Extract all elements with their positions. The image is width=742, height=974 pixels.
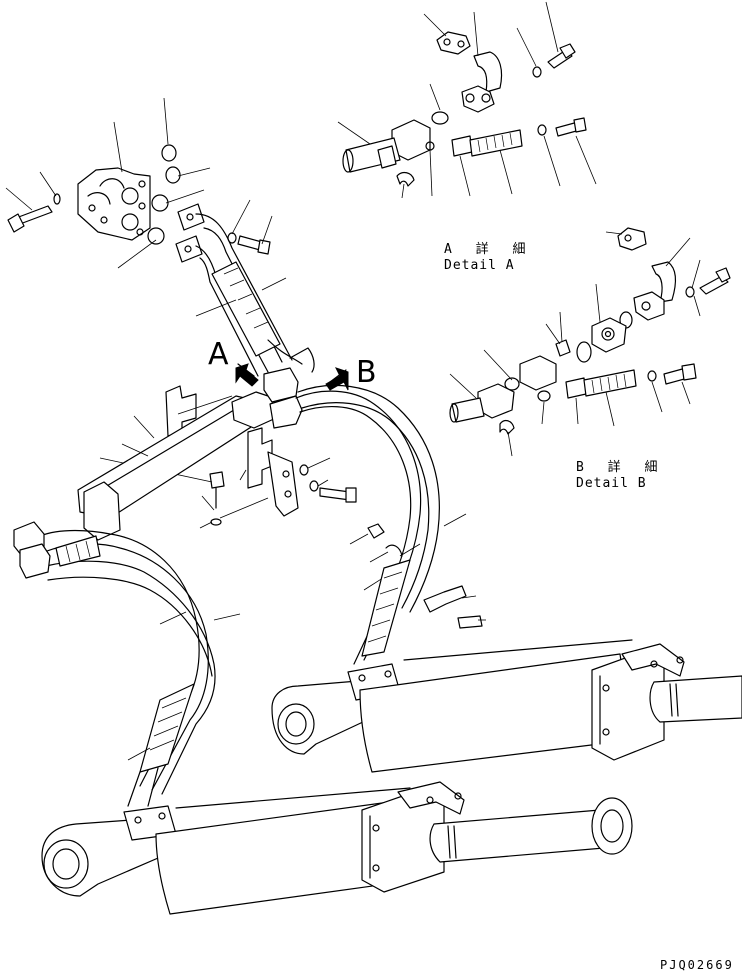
nut	[555, 339, 571, 357]
view-arrow-a	[235, 363, 259, 387]
hose-sleeve	[361, 559, 411, 657]
frame-bracket	[83, 481, 121, 541]
washer	[53, 193, 61, 205]
hose	[469, 129, 523, 157]
hose-fitting	[19, 543, 51, 579]
elbow-fitting	[473, 51, 503, 93]
view-label-a: A	[208, 337, 229, 372]
clip	[385, 544, 403, 557]
detail-a-title-en: Detail A	[444, 258, 515, 273]
flange	[177, 203, 205, 231]
o-ring	[165, 166, 181, 184]
detail-a-title-jp: A 詳 細	[444, 242, 534, 257]
washer	[532, 66, 542, 78]
right-lift-cylinder	[271, 639, 742, 773]
pump-flange-group	[5, 97, 315, 377]
piston-rod	[649, 675, 742, 723]
bracket-group	[99, 385, 486, 629]
split-flange-half-lower	[499, 419, 515, 435]
detail-b-title-jp: B 詳 細	[576, 460, 666, 475]
split-flange-half	[617, 227, 647, 251]
cylinder-tube	[359, 653, 633, 773]
o-ring	[431, 111, 449, 125]
adapter-block	[591, 317, 627, 353]
washer	[210, 518, 222, 526]
view-arrow-b	[325, 367, 349, 391]
o-ring	[147, 227, 165, 245]
hose-fitting	[565, 377, 587, 399]
hose-fitting	[451, 135, 473, 157]
frame-and-pipes	[13, 367, 467, 807]
o-ring	[151, 194, 169, 212]
detail-a-assembly	[337, 1, 597, 199]
flange	[175, 235, 203, 263]
detail-b-assembly	[449, 227, 731, 457]
nut	[367, 523, 385, 539]
split-flange-half	[436, 31, 471, 55]
o-ring	[161, 144, 177, 162]
hose	[583, 369, 637, 397]
bolt	[209, 471, 225, 489]
view-label-b: B	[356, 355, 377, 390]
manifold-block	[77, 167, 151, 241]
cylinder-tube	[155, 799, 417, 915]
drawing-code: PJQ02669	[660, 958, 734, 972]
detail-b-title-en: Detail B	[576, 476, 647, 491]
elbow-fitting	[651, 261, 677, 303]
split-flange-half-lower	[396, 171, 415, 187]
hose-clamp	[423, 585, 467, 613]
flange-block	[519, 355, 557, 391]
junction-fitting	[269, 395, 303, 429]
pump-pipe	[345, 137, 401, 173]
rod-eye	[591, 797, 633, 855]
piston-rod	[429, 809, 605, 863]
flange-block	[633, 291, 665, 321]
pump-pipe	[451, 397, 485, 423]
bolt	[457, 615, 483, 629]
support-bracket	[267, 451, 299, 517]
left-lift-cylinder	[41, 781, 633, 915]
suction-hose	[211, 261, 281, 357]
flange-block	[461, 85, 495, 113]
hose-sleeve	[139, 683, 195, 773]
o-ring	[576, 341, 592, 363]
